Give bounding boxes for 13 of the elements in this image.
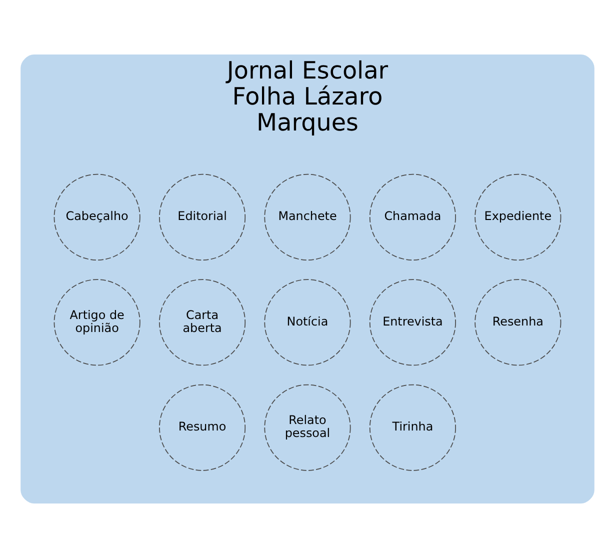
node-circle: Tirinha (369, 384, 456, 471)
node-circle: Entrevista (369, 279, 456, 366)
node-circle: Expediente (474, 174, 562, 260)
node-circle: Cabeçalho (54, 174, 140, 260)
node-circle: Notícia (264, 279, 351, 366)
node-circle: Artigo de opinião (54, 279, 140, 366)
node-circle: Editorial (159, 174, 246, 260)
node-circle: Carta aberta (159, 279, 246, 366)
node-circle: Resumo (159, 384, 246, 471)
node-circle: Manchete (264, 174, 351, 260)
node-circle: Chamada (369, 174, 456, 260)
node-circle: Relato pessoal (264, 384, 351, 471)
node-circle: Resenha (474, 279, 562, 366)
